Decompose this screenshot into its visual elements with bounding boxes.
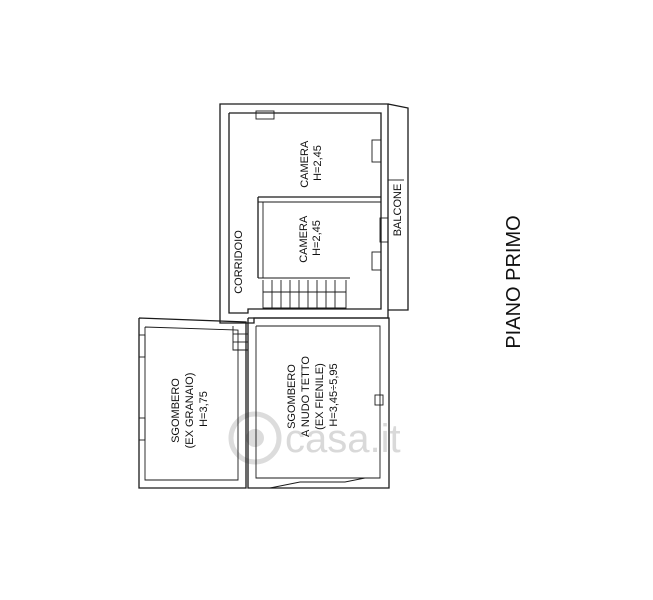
camera-top-name: CAMERA [299,140,311,188]
plan-title: PIANO PRIMO [503,215,525,348]
partitions [257,139,382,279]
staircase [262,280,347,309]
balcony [379,103,409,311]
camera-mid-name: CAMERA [298,215,310,263]
granaio-note: (EX GRANAIO) [184,373,196,449]
camera-top-label: CAMERA H=2,45 [299,138,324,188]
sgombero-granaio-label: SGOMBERO (EX GRANAIO) H=3,75 [170,370,210,449]
camera-mid-label: CAMERA H=2,45 [298,213,323,263]
fienile-note: A NUDO TETTO [300,356,312,437]
watermark-text: casa.it [285,417,401,461]
lower-left-block [138,317,247,489]
corridoio-label: CORRIDOIO [233,230,245,294]
sgombero-fienile-label: SGOMBERO A NUDO TETTO (EX FIENILE) H=3,4… [286,353,340,437]
fienile-height: H=3,45÷5,95 [328,363,340,426]
corridoio-name: CORRIDOIO [233,230,245,294]
balcone-label: BALCONE [392,184,404,237]
camera-mid-height: H=2,45 [311,220,323,256]
fienile-note2: (EX FIENILE) [314,363,326,430]
balcone-name: BALCONE [392,184,404,237]
granaio-height: H=3,75 [198,391,210,427]
lower-right-block [247,317,390,489]
camera-top-height: H=2,45 [312,145,324,181]
watermark: casa.it [228,411,401,465]
fienile-name: SGOMBERO [286,364,298,429]
granaio-name: SGOMBERO [170,378,182,443]
